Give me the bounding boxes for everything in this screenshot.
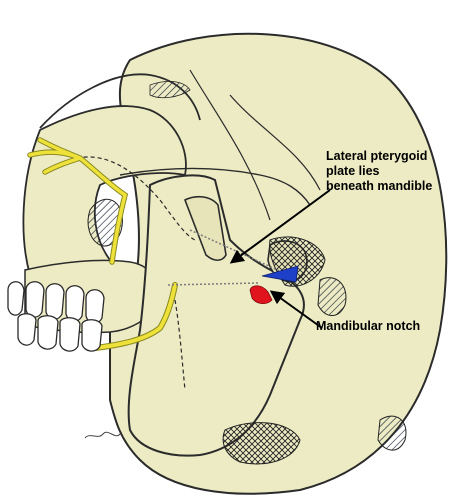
label-line: beneath mandible	[326, 179, 433, 193]
temporal-line	[189, 69, 271, 221]
label-line: plate lies	[326, 164, 380, 178]
hatched-region-lower	[222, 422, 301, 465]
label-lateral-pterygoid-plate: Lateral pterygoid plate lies beneath man…	[326, 149, 448, 194]
label-line: Mandibular notch	[316, 319, 421, 333]
label-mandibular-notch: Mandibular notch	[316, 319, 446, 334]
target-line-lower	[167, 282, 259, 286]
coronoid-process	[183, 195, 227, 262]
hatched-region-fissure	[149, 80, 191, 99]
arrow-mandibular-notch	[269, 290, 323, 329]
arrow-pterygoid	[229, 189, 331, 264]
facial-bone	[22, 105, 187, 276]
dashed-nerve-upper	[69, 156, 196, 241]
hatched-region-occipital	[377, 415, 407, 451]
label-line: Lateral pterygoid	[326, 149, 428, 163]
needle-blue-marker	[261, 265, 299, 283]
dashed-nerve-lower	[174, 299, 186, 391]
teeth	[7, 281, 105, 352]
zygomatic-arch	[119, 167, 311, 206]
orbit-rim	[39, 73, 201, 129]
sphenoid-line	[229, 94, 321, 191]
hatched-region-mastoid	[317, 277, 347, 316]
artist-signature	[84, 431, 121, 439]
